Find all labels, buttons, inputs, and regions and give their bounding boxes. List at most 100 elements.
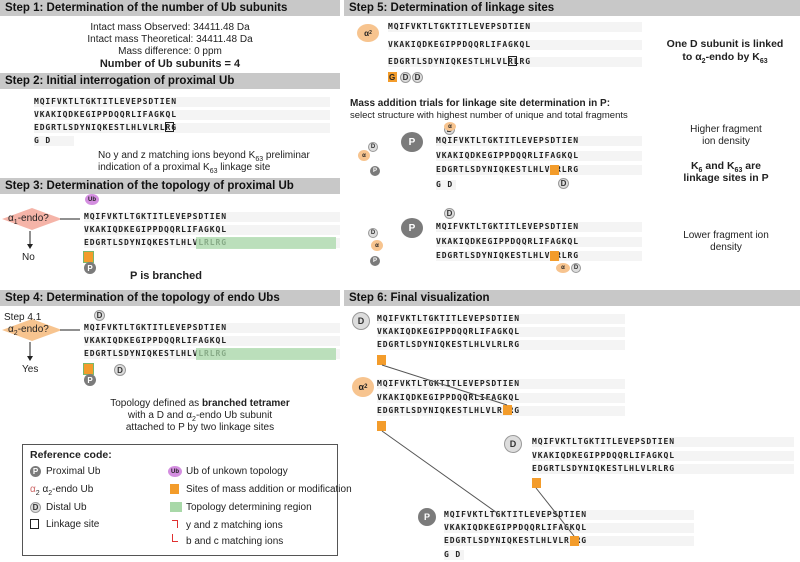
seq-row: MQIFVKTLTGKTITLEVEPSDTIEN bbox=[436, 222, 642, 232]
proximal-circle: P bbox=[84, 374, 96, 386]
ub-unknown-circle: Ub bbox=[85, 194, 99, 205]
distal-circle: D bbox=[94, 310, 105, 321]
seq-row: MQIFVKTLTGKTITLEVEPSDTIEN bbox=[388, 22, 642, 32]
seq-row: VKAKIQDKEGIPPDQQRLIFAGKQL bbox=[84, 336, 340, 346]
alpha2-circle: α bbox=[444, 122, 456, 131]
topology-desc2: with a D and α2-endo Ub subunit bbox=[127, 410, 273, 423]
topology-desc1: Topology defined as branched tetramer bbox=[110, 398, 290, 409]
proximal-circle: P bbox=[401, 132, 423, 152]
seq-row: VKAKIQDKEGIPPDQQRLIFAGKQL bbox=[388, 40, 642, 50]
topology-region bbox=[196, 348, 336, 360]
ub-number: Number of Ub subunits = 4 bbox=[99, 58, 241, 70]
step41-label: Step 4.1 bbox=[4, 312, 42, 323]
modification-site bbox=[83, 363, 94, 375]
observed-mass: Intact mass Observed: 34411.48 Da bbox=[90, 22, 250, 33]
seq-row: MQIFVKTLTGKTITLEVEPSDTIEN bbox=[84, 212, 340, 222]
ref-distal: Distal Ub bbox=[46, 502, 87, 513]
distal-circle: D bbox=[412, 72, 423, 83]
distal-circle: D bbox=[444, 208, 455, 219]
ref-topo: Topology determining region bbox=[186, 502, 312, 513]
seq-row: VKAKIQDKEGIPPDQQRLIFAGKQL bbox=[34, 110, 330, 120]
seq-row: MQIFVKTLTGKTITLEVEPSDTIEN bbox=[377, 314, 625, 324]
no-label: No bbox=[22, 252, 35, 263]
topology-region bbox=[196, 237, 336, 249]
seq-row: EDGRTLSDYNIQKESTLHLVLRLRG bbox=[34, 123, 330, 133]
step6-header: Step 6: Final visualization bbox=[344, 290, 800, 306]
proximal-icon: P bbox=[30, 466, 41, 477]
step5-g: G bbox=[389, 73, 396, 82]
seq-row: EDGRTLSDYNIQKESTLHLVLRLRG bbox=[377, 406, 625, 416]
distal-icon: D bbox=[30, 502, 41, 513]
alpha2-small: α bbox=[371, 240, 383, 251]
modification-site bbox=[388, 72, 397, 82]
ref-endo: α2 α2-endo Ub bbox=[30, 484, 94, 497]
modification-site bbox=[503, 405, 512, 415]
alpha2-small: α bbox=[358, 150, 370, 161]
seq-row: EDGRTLSDYNIQKESTLHLVLRLRG bbox=[388, 57, 642, 67]
modification-site bbox=[377, 421, 386, 431]
seq-row: VKAKIQDKEGIPPDQQRLIFAGKQL bbox=[436, 237, 642, 247]
proximal-small: P bbox=[370, 166, 380, 176]
ref-yz: y and z matching ions bbox=[186, 520, 283, 531]
seq-row: VKAKIQDKEGIPPDQQRLIFAGKQL bbox=[377, 327, 625, 337]
linkage-site-box bbox=[508, 56, 517, 66]
ref-link: Linkage site bbox=[46, 519, 100, 530]
modification-site bbox=[550, 251, 559, 261]
seq-row: VKAKIQDKEGIPPDQQRLIFAGKQL bbox=[436, 151, 642, 161]
yz-icon bbox=[172, 520, 178, 528]
ref-bc: b and c matching ions bbox=[186, 536, 284, 547]
seq-row: VKAKIQDKEGIPPDQQRLIFAGKQL bbox=[532, 451, 794, 461]
linked-line1: One D subunit is linked bbox=[666, 38, 784, 50]
step2-header: Step 2: Initial interrogation of proxima… bbox=[0, 73, 340, 89]
topology-desc3: attached to P by two linkage sites bbox=[125, 422, 275, 433]
seq-row: MQIFVKTLTGKTITLEVEPSDTIEN bbox=[532, 437, 794, 447]
seq-row: VKAKIQDKEGIPPDQQRLIFAGKQL bbox=[84, 225, 340, 235]
seq-row: MQIFVKTLTGKTITLEVEPSDTIEN bbox=[377, 379, 625, 389]
ref-unknown: Ub of unkown topology bbox=[186, 466, 288, 477]
mass-difference: Mass difference: 0 ppm bbox=[118, 46, 222, 57]
seq-row: VKAKIQDKEGIPPDQQRLIFAGKQL bbox=[444, 523, 694, 533]
step5-header: Step 5: Determination of linkage sites bbox=[344, 0, 800, 16]
topo-icon bbox=[170, 502, 182, 512]
distal-small: D bbox=[368, 142, 378, 152]
distal-circle: D bbox=[571, 263, 581, 273]
ref-proximal: Proximal Ub bbox=[46, 466, 101, 477]
proximal-circle: P bbox=[84, 262, 96, 274]
seq-row: G D bbox=[34, 136, 74, 146]
ref-sites: Sites of mass addition or modification bbox=[186, 484, 352, 495]
bc-icon bbox=[172, 534, 178, 542]
step1-header: Step 1: Determination of the number of U… bbox=[0, 0, 340, 16]
seq-row: MQIFVKTLTGKTITLEVEPSDTIEN bbox=[436, 136, 642, 146]
step2-note2: indication of a proximal K63 linkage sit… bbox=[98, 162, 271, 175]
linkage-conclusion2: linkage sites in P bbox=[683, 172, 769, 184]
alpha2-endo-question: α2-endo? bbox=[8, 324, 49, 337]
linked-line2: to α2-endo by K63 bbox=[682, 51, 768, 66]
linkage-site-box bbox=[165, 122, 174, 132]
theoretical-mass: Intact mass Theoretical: 34411.48 Da bbox=[87, 34, 253, 45]
sites-icon bbox=[170, 484, 179, 494]
distal-circle: D bbox=[352, 312, 370, 330]
alpha1-endo-question: α1-endo? bbox=[8, 213, 49, 226]
seq-row: G D bbox=[444, 550, 464, 560]
seq-row: EDGRTLSDYNIQKESTLHLVLRLRG bbox=[532, 464, 794, 474]
proximal-circle: P bbox=[418, 508, 436, 526]
distal-small: D bbox=[368, 228, 378, 238]
proximal-circle: P bbox=[401, 218, 423, 238]
step3-header: Step 3: Determination of the topology of… bbox=[0, 178, 340, 194]
trials-line2: select structure with highest number of … bbox=[350, 110, 628, 121]
modification-site bbox=[570, 536, 579, 546]
seq-row: EDGRTLSDYNIQKESTLHLVLRLRG bbox=[436, 251, 642, 261]
seq-row: EDGRTLSDYNIQKESTLHLVLRLRG bbox=[436, 165, 642, 175]
branched-label: P is branched bbox=[130, 270, 202, 282]
seq-row: G D bbox=[436, 180, 456, 190]
unknown-icon: Ub bbox=[168, 466, 182, 477]
modification-site bbox=[83, 251, 94, 263]
trials-line1: Mass addition trials for linkage site de… bbox=[350, 98, 611, 109]
seq-row: EDGRTLSDYNIQKESTLHLVLRLRG bbox=[444, 536, 694, 546]
step2-note1: No y and z matching ions beyond K63 prel… bbox=[98, 150, 310, 163]
distal-circle: D bbox=[504, 435, 522, 453]
